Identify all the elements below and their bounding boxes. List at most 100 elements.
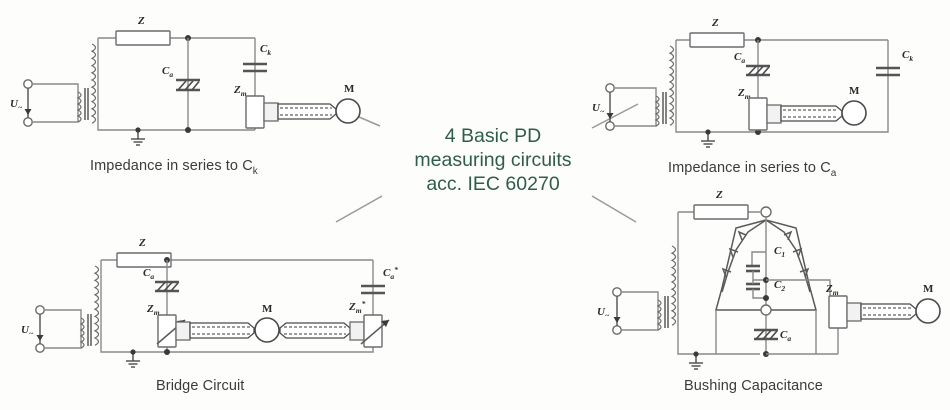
source-terminal-top (35, 305, 45, 315)
source-terminal-top (605, 83, 615, 93)
transformer-secondary-winding (670, 245, 677, 326)
test-object-ca-symbol (155, 280, 179, 293)
meter-m-symbol (254, 317, 280, 343)
coupling-capacitor-ck-symbol (243, 62, 267, 73)
transformer-primary-winding (654, 95, 660, 127)
caption-impedance-series-ck: Impedance in series to Ck (90, 158, 258, 177)
test-object-ca-symbol (746, 64, 770, 77)
meter-m-label: M (849, 85, 860, 97)
source-arrow (613, 317, 621, 323)
main-loop-wire (97, 37, 255, 131)
zm-connector-block (263, 102, 279, 122)
caption-text: Bridge Circuit (156, 378, 245, 394)
node-bottom-left-branch (164, 349, 170, 355)
measuring-impedance-zm-star-label: Zm* (348, 299, 366, 315)
circuit-bridge: U~ Z Ca Zm M (21, 237, 398, 368)
connector-line-top-right (591, 103, 639, 129)
measuring-impedance-zm-label: Zm (233, 84, 247, 98)
connector-line-bottom-left (335, 195, 383, 223)
source-u-label: U~ (10, 98, 23, 112)
transformer-secondary-winding (93, 265, 100, 346)
transformer-primary-winding (76, 91, 82, 123)
transformer-primary-winding (79, 317, 85, 349)
meter-m-label: M (923, 283, 934, 295)
source-arrow (24, 109, 32, 115)
caption-text: Impedance in series to C (90, 158, 253, 174)
capacitor-c1-label: C1 (774, 245, 785, 259)
measuring-impedance-zm-star-body (363, 314, 383, 348)
caption-bridge-circuit: Bridge Circuit (156, 378, 244, 397)
coaxial-cable-left (189, 322, 255, 339)
meter-m-symbol (841, 100, 867, 126)
coaxial-cable-to-meter (860, 303, 917, 320)
main-loop-wire (675, 39, 889, 133)
coupling-capacitor-ck-label: Ck (902, 49, 913, 63)
test-object-ca-label: Ca (734, 51, 745, 65)
main-loop-wire (677, 211, 760, 355)
caption-subscript: k (252, 165, 258, 177)
node-bottom-mid (185, 127, 191, 133)
transformer-primary-winding (656, 299, 662, 331)
ground-node (693, 351, 699, 357)
impedance-z-body (116, 252, 172, 268)
measuring-impedance-zm-body (748, 97, 768, 131)
coupling-capacitor-ca-star-label: Ca* (383, 265, 398, 281)
caption-text: Bushing Capacitance (684, 378, 823, 394)
impedance-z-body (693, 204, 749, 220)
zm-connector-block (846, 302, 862, 322)
source-arrow (606, 113, 614, 119)
zm-star-connector-block (349, 321, 365, 341)
zm-connector-block (766, 104, 782, 124)
source-u-label: U~ (21, 324, 34, 338)
impedance-z-label: Z (711, 17, 719, 29)
test-object-box (715, 310, 817, 354)
capacitor-c2-label: C2 (774, 279, 785, 293)
coupling-capacitor-ca-star-symbol (361, 284, 385, 295)
measuring-impedance-zm-label: Zm (825, 283, 839, 297)
coaxial-cable-to-meter (277, 103, 337, 120)
tap-to-zm-wire (766, 279, 831, 296)
coaxial-cable-right (279, 322, 351, 339)
meter-m-label: M (344, 83, 355, 95)
bushing-top-terminal (760, 206, 772, 218)
center-title-line-1: 4 Basic PD (444, 125, 542, 147)
ground-node (130, 349, 136, 355)
coupling-capacitor-ck-label: Ck (260, 43, 271, 57)
source-u-label: U~ (597, 306, 610, 320)
circuit-bushing-capacitance: U~ Z (597, 189, 941, 370)
transformer-secondary-winding (90, 43, 97, 124)
ground-node (705, 129, 711, 135)
zm-connector-block (175, 321, 191, 341)
source-terminal-bottom (612, 325, 622, 335)
measuring-impedance-zm-body (828, 295, 848, 329)
test-object-ca-symbol (754, 328, 778, 341)
test-object-ca-symbol (176, 78, 200, 92)
meter-m-label: M (262, 303, 273, 315)
source-arrow (36, 335, 44, 341)
meter-m-symbol (915, 298, 941, 324)
test-object-ca-label: Ca (143, 267, 154, 281)
impedance-z-body (689, 32, 745, 48)
transformer-secondary-winding (668, 45, 675, 126)
caption-impedance-series-ca: Impedance in series to Ca (668, 160, 836, 179)
source-terminal-bottom (35, 343, 45, 353)
source-terminal-bottom (605, 121, 615, 131)
source-loop-wire (614, 87, 657, 127)
capacitor-c2-symbol (746, 282, 760, 291)
zm-star-adjust-arrowhead (381, 320, 389, 327)
caption-bushing-capacitance: Bushing Capacitance (684, 378, 823, 397)
caption-text: Impedance in series to C (668, 160, 831, 176)
impedance-z-label: Z (138, 237, 146, 249)
capacitor-c1-symbol (746, 264, 760, 273)
center-title-line-2: measuring circuits (414, 149, 572, 171)
bushing-sheds-right (783, 230, 810, 278)
source-loop-wire (621, 291, 659, 331)
connector-line-bottom-right (591, 195, 637, 223)
circuit-impedance-series-ca: U~ Z Ca Zm M Ck (592, 17, 913, 148)
center-title-line-3: acc. IEC 60270 (426, 173, 560, 195)
meter-m-symbol (335, 98, 361, 124)
source-terminal-top (612, 287, 622, 297)
test-object-ca-label: Ca (162, 65, 173, 79)
impedance-z-label: Z (715, 189, 723, 201)
